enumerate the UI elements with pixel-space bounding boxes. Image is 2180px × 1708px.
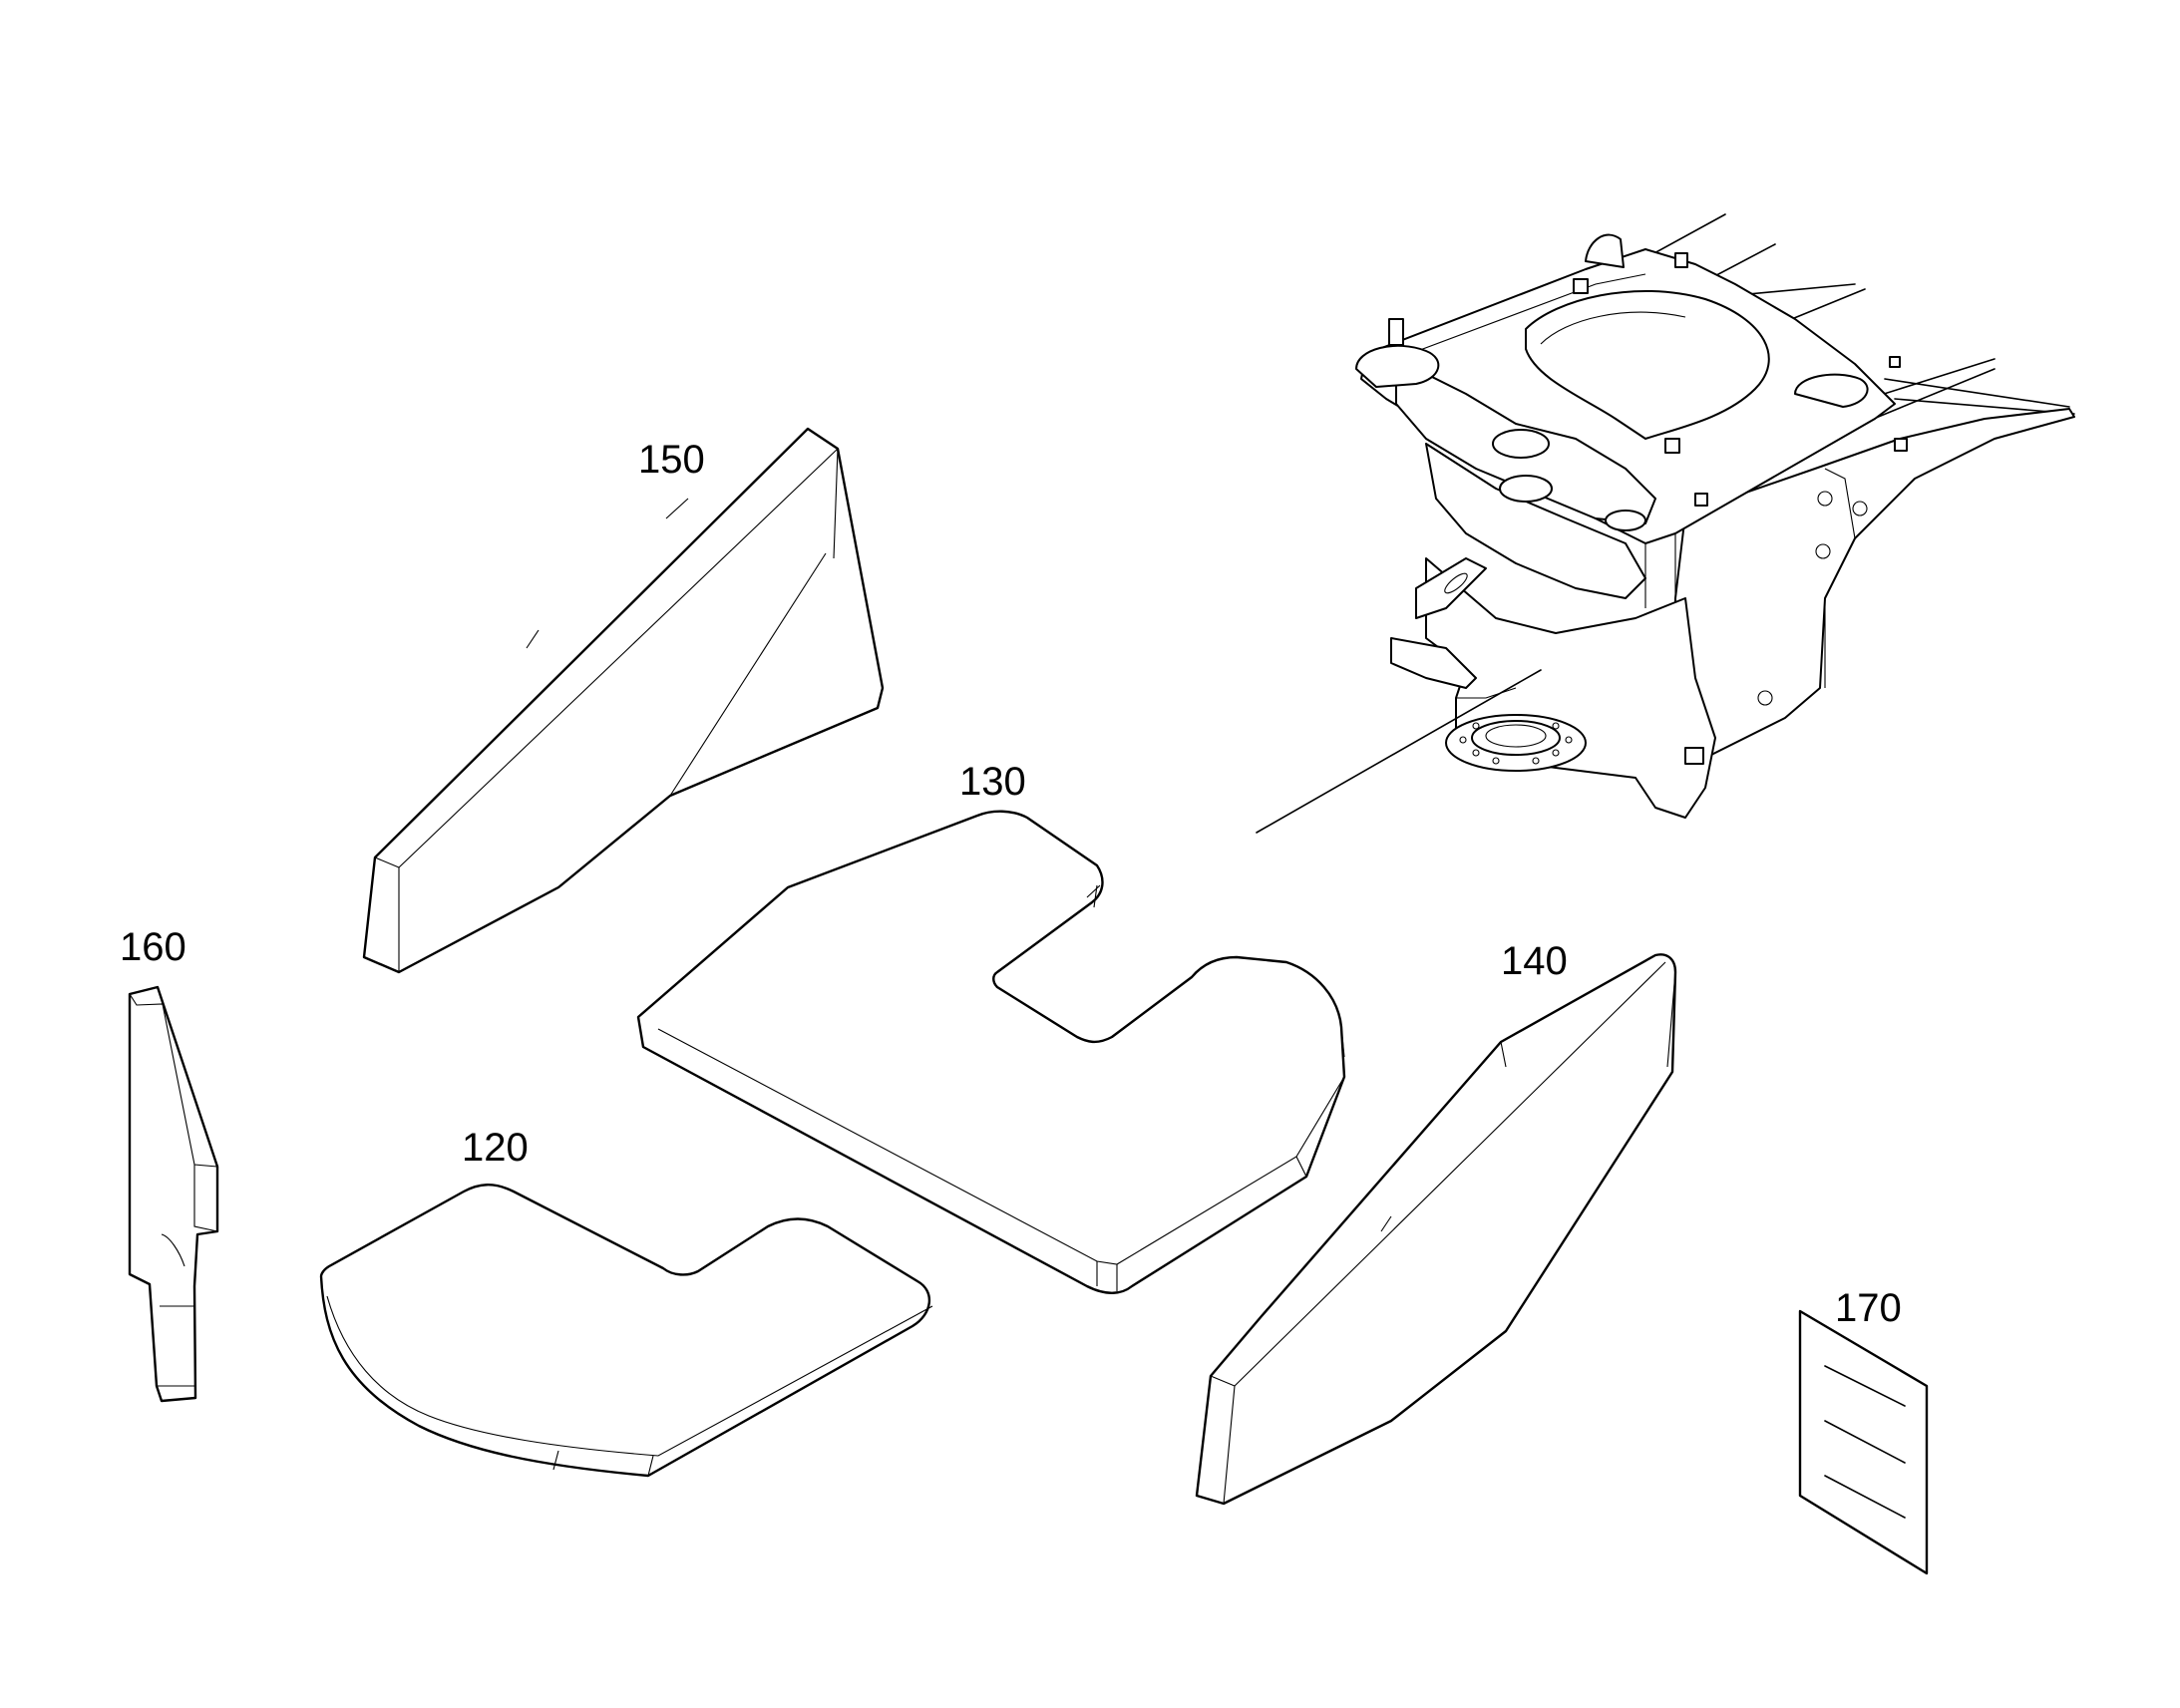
callout-120: 120 [462, 1126, 529, 1170]
part-150 [362, 427, 885, 974]
machine-frame-assembly [1256, 213, 2075, 834]
callout-140: 140 [1501, 939, 1568, 983]
callout-150: 150 [638, 438, 705, 482]
part-140 [1195, 953, 1677, 1506]
part-130 [636, 810, 1346, 1294]
part-160 [128, 985, 219, 1403]
callout-160: 160 [120, 925, 186, 969]
callout-170: 170 [1835, 1286, 1902, 1330]
part-120 [319, 1184, 933, 1478]
callout-130: 130 [959, 760, 1026, 804]
part-170 [1798, 1309, 1929, 1575]
